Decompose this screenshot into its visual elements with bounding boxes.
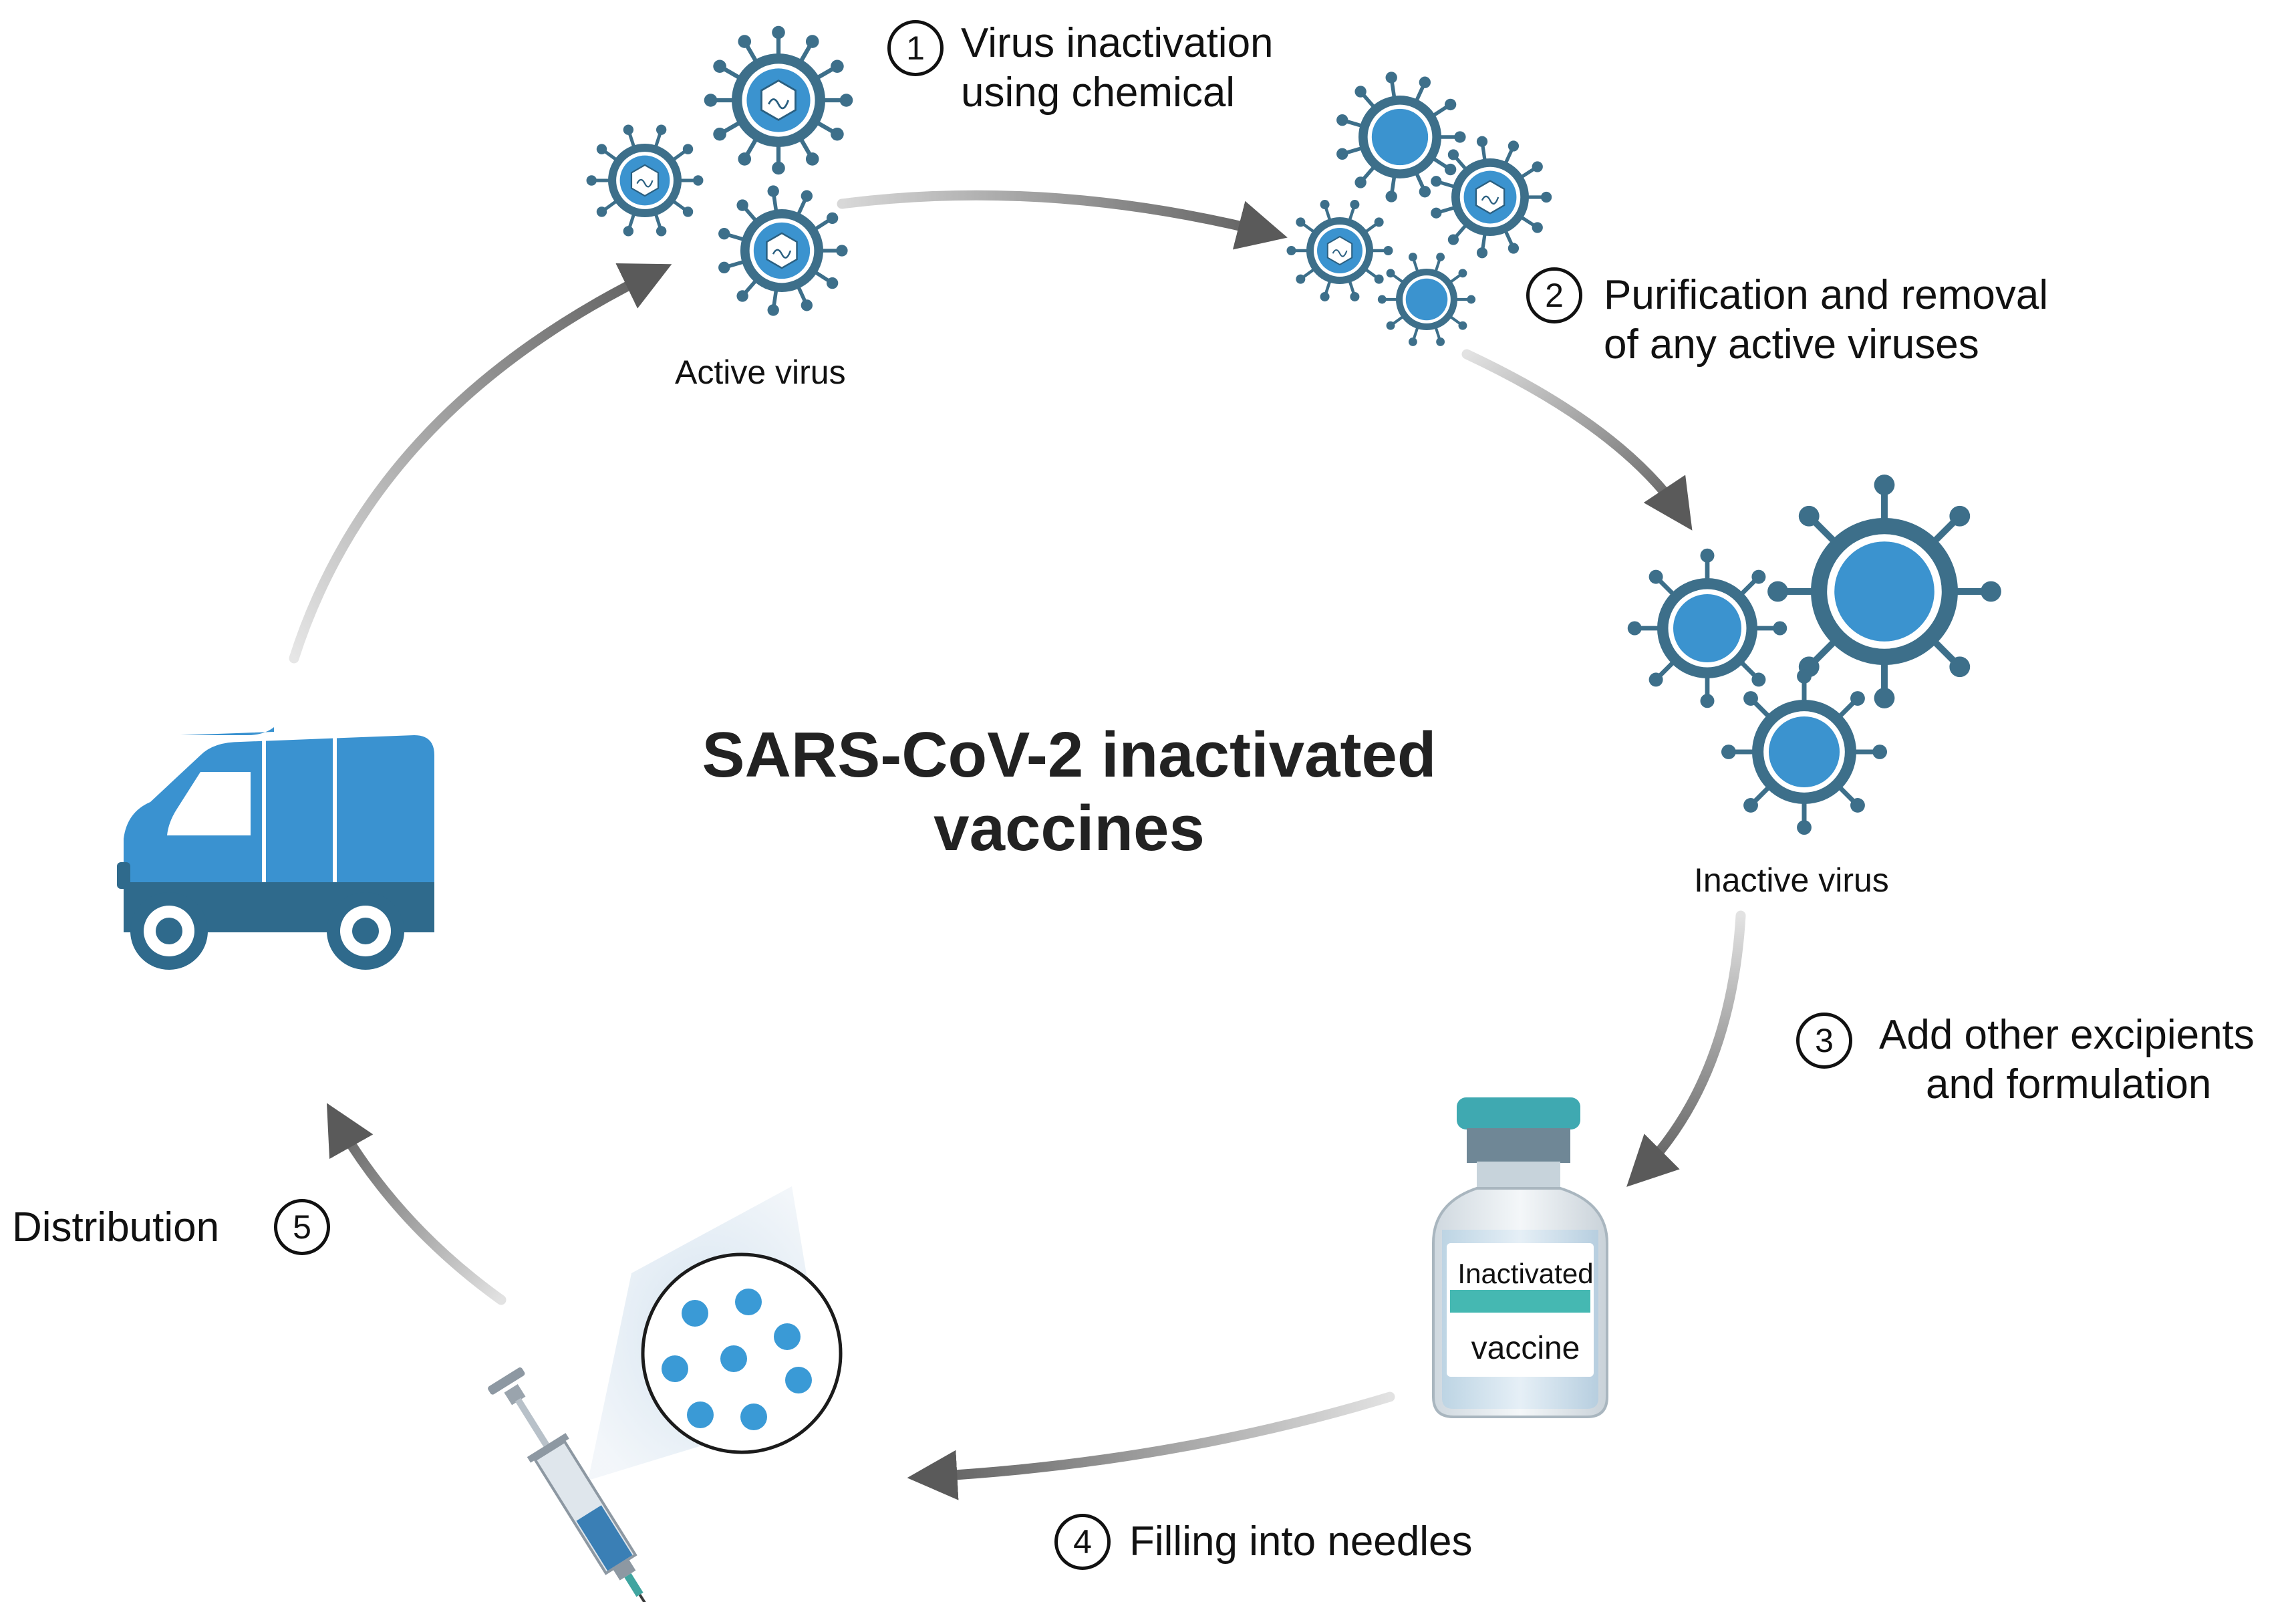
step-1-number: 1 (887, 20, 944, 76)
arrow-active-to-purify (837, 190, 1288, 250)
vaccine-vial-icon (1432, 1097, 1608, 1418)
droplet (774, 1323, 801, 1350)
step-5-line1: Distribution (12, 1204, 220, 1250)
arrow-van-to-active (289, 263, 672, 664)
step-3-line2: and formulation (1926, 1061, 2212, 1107)
active-virus-3 (718, 185, 848, 316)
diagram-title: SARS-CoV-2 inactivated vaccines (635, 718, 1503, 865)
purify-virus-1 (1336, 72, 1466, 203)
purify-virus-2 (1431, 136, 1552, 259)
step-4-number: 4 (1054, 1514, 1111, 1570)
title-text: SARS-CoV-2 inactivated vaccines (702, 719, 1437, 864)
purify-virus-3 (1286, 200, 1393, 301)
arrow-vial-to-needle (907, 1391, 1395, 1500)
droplet (682, 1300, 708, 1327)
purification-virus-cluster (1286, 72, 1552, 346)
droplet (785, 1367, 812, 1393)
inactive-virus-3 (1721, 668, 1888, 835)
arrow-needle-to-van (326, 1103, 507, 1305)
delivery-van-icon (117, 727, 434, 970)
active-virus-cluster (586, 25, 853, 316)
droplet (662, 1355, 688, 1382)
inactive-virus-1 (1627, 548, 1787, 708)
purify-virus-4 (1377, 253, 1476, 346)
active-virus-2 (586, 124, 704, 237)
droplet (740, 1404, 767, 1430)
step-2-line1: Purification and removal (1604, 272, 2049, 318)
step-2-line2: of any active viruses (1604, 321, 1979, 368)
active-virus-1 (704, 25, 853, 175)
vial-label-line1: Inactivated (1457, 1258, 1594, 1289)
step-4-line1: Filling into needles (1129, 1518, 1473, 1565)
inactive-virus-label: Inactive virus (1694, 861, 1889, 899)
inactive-virus-2 (1767, 475, 2001, 708)
step-1-line1: Virus inactivation (961, 20, 1274, 66)
droplet (720, 1345, 747, 1372)
step-3-line1: Add other excipients (1879, 1012, 2255, 1058)
droplet (687, 1401, 714, 1428)
step-3-number: 3 (1796, 1013, 1852, 1069)
droplet (735, 1289, 762, 1315)
syringe-icon (488, 1186, 843, 1602)
active-virus-label: Active virus (675, 354, 846, 391)
arrow-inactive-to-vial (1626, 910, 1746, 1187)
step-1-line2: using chemical (961, 70, 1236, 116)
step-2-number: 2 (1526, 267, 1582, 323)
step-5-number: 5 (274, 1199, 330, 1255)
cycle-arrows (289, 190, 1746, 1500)
inactive-virus-cluster (1627, 475, 2001, 835)
vaccine-droplets (662, 1289, 812, 1430)
arrow-purify-to-inactive (1461, 349, 1693, 531)
vial-label-line2: vaccine (1471, 1331, 1580, 1366)
